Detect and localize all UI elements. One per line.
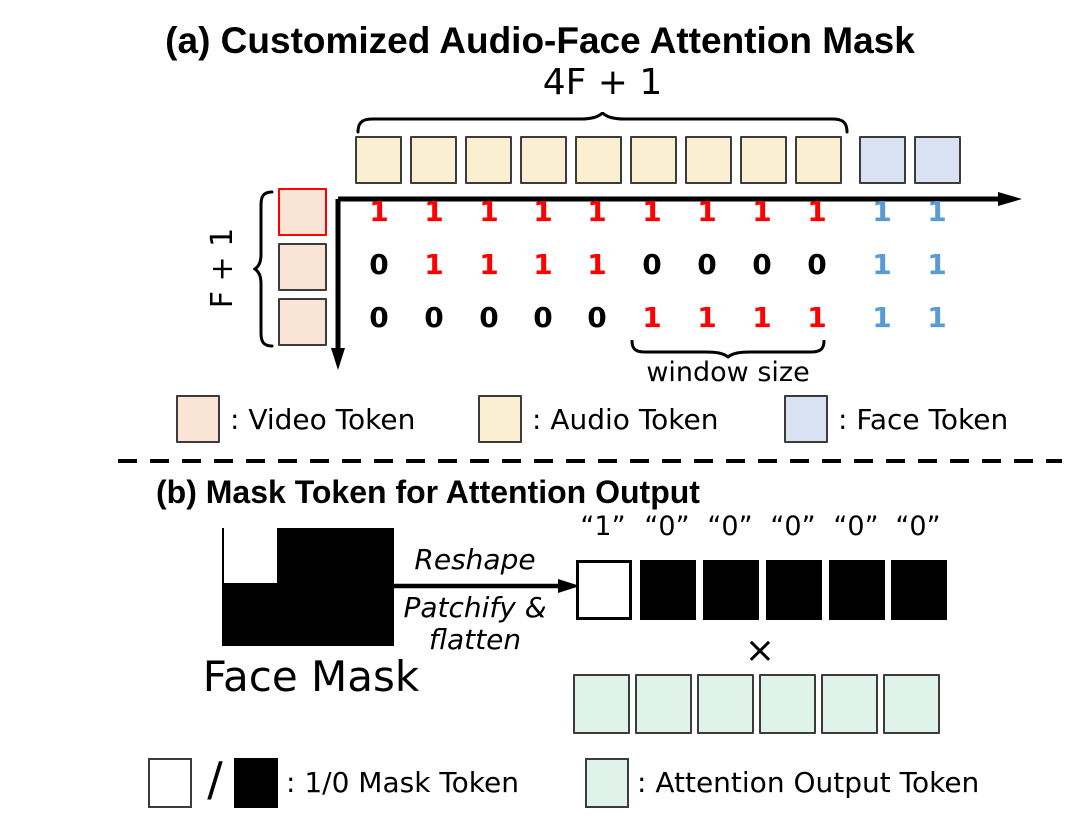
axes-arrows: [331, 192, 1022, 370]
mask-legend-label: : 1/0 Mask Token: [286, 766, 519, 799]
bit-label: “0”: [833, 511, 879, 542]
dashed-divider: [118, 459, 1062, 463]
bit-label: “0”: [770, 511, 816, 542]
window-size-brace: [630, 340, 826, 359]
left-brace-label: F + 1: [205, 227, 240, 309]
mask-one-swatch: [148, 758, 192, 808]
mask-value-cell: 0: [479, 301, 499, 334]
mask-token-0: [891, 560, 947, 620]
audio-token: [465, 136, 512, 184]
mask-value-cell: 1: [807, 195, 827, 228]
mask-value-cell: 1: [697, 195, 717, 228]
bit-label: “0”: [644, 511, 690, 542]
mask-token-0: [703, 560, 759, 620]
mask-value-cell: 1: [872, 195, 892, 228]
mask-value-cell: 1: [927, 195, 947, 228]
attention-output-token: [759, 674, 816, 734]
multiply-symbol: ×: [744, 630, 776, 671]
attention-token-swatch: [585, 758, 629, 808]
audio-token-swatch: [478, 395, 522, 443]
face-token-swatch: [784, 395, 828, 443]
attention-output-token: [821, 674, 878, 734]
mask-value-cell: 0: [369, 248, 389, 281]
x-axis-arrowhead-icon: [998, 192, 1022, 206]
y-axis-arrowhead-icon: [331, 348, 345, 370]
mask-value-cell: 1: [424, 248, 444, 281]
face-token: [914, 136, 961, 184]
video-legend-label: : Video Token: [230, 403, 416, 436]
audio-token: [740, 136, 787, 184]
mask-value-cell: 1: [872, 248, 892, 281]
top-brace-label: 4F + 1: [542, 62, 663, 103]
mask-value-cell: 0: [807, 248, 827, 281]
mask-value-cell: 1: [533, 248, 553, 281]
left-brace: [253, 190, 274, 348]
mask-value-cell: 1: [424, 195, 444, 228]
mask-token-0: [640, 560, 696, 620]
bit-label: “0”: [707, 511, 753, 542]
mask-value-cell: 1: [697, 301, 717, 334]
audio-token: [685, 136, 732, 184]
mask-token-0: [766, 560, 822, 620]
reshape-label: Reshape: [414, 543, 536, 576]
mask-value-cell: 1: [479, 195, 499, 228]
attention-output-token: [883, 674, 940, 734]
mask-value-cell: 1: [752, 301, 772, 334]
panel-b-title: (b) Mask Token for Attention Output: [156, 474, 700, 510]
mask-value-cell: 1: [927, 301, 947, 334]
mask-token-0: [829, 560, 885, 620]
mask-value-cell: 1: [587, 248, 607, 281]
audio-token: [410, 136, 457, 184]
face-token: [859, 136, 906, 184]
attention-output-token: [697, 674, 754, 734]
window-size-label: window size: [646, 357, 810, 388]
top-brace: [356, 112, 849, 134]
bit-label: “1”: [580, 511, 626, 542]
mask-value-cell: 1: [807, 301, 827, 334]
audio-token: [630, 136, 677, 184]
panel-a-title: (a) Customized Audio-Face Attention Mask: [165, 20, 915, 61]
mask-value-cell: 0: [642, 248, 662, 281]
mask-value-cell: 1: [479, 248, 499, 281]
face-region-patch: [224, 528, 277, 583]
slash-separator: /: [207, 752, 223, 806]
bit-label: “0”: [895, 511, 941, 542]
patchify-label: Patchify &: [403, 591, 547, 624]
mask-value-cell: 0: [752, 248, 772, 281]
mask-value-cell: 0: [369, 301, 389, 334]
mask-value-cell: 0: [587, 301, 607, 334]
mask-value-cell: 0: [533, 301, 553, 334]
mask-value-cell: 0: [424, 301, 444, 334]
video-token: [278, 298, 327, 346]
audio-token: [520, 136, 567, 184]
mask-value-cell: 1: [533, 195, 553, 228]
mask-value-cell: 1: [752, 195, 772, 228]
video-token: [278, 243, 327, 291]
mask-value-cell: 1: [587, 195, 607, 228]
mask-value-cell: 0: [697, 248, 717, 281]
flatten-label: flatten: [428, 623, 522, 656]
mask-token-1: [576, 560, 632, 620]
mask-value-cell: 1: [642, 301, 662, 334]
face-legend-label: : Face Token: [838, 403, 1009, 436]
mask-zero-swatch: [234, 758, 278, 808]
face-mask-image: [222, 528, 394, 646]
audio-token: [355, 136, 402, 184]
mask-value-cell: 1: [369, 195, 389, 228]
mask-value-cell: 1: [927, 248, 947, 281]
attention-output-token: [635, 674, 692, 734]
reshape-arrowhead-icon: [558, 579, 580, 593]
audio-token: [795, 136, 842, 184]
attention-legend-label: : Attention Output Token: [637, 766, 980, 799]
reshape-arrow: [394, 579, 580, 593]
video-token-swatch: [176, 395, 220, 443]
attention-output-token: [573, 674, 630, 734]
mask-value-cell: 1: [642, 195, 662, 228]
audio-legend-label: : Audio Token: [532, 403, 719, 436]
audio-token: [575, 136, 622, 184]
video-token: [278, 188, 327, 236]
face-mask-label: Face Mask: [202, 652, 420, 701]
mask-value-cell: 1: [872, 301, 892, 334]
